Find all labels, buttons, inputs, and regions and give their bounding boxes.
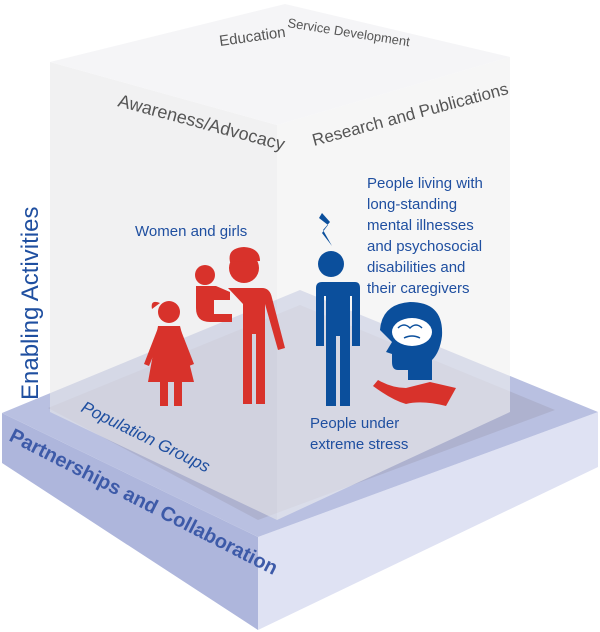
label-line: their caregivers xyxy=(367,280,470,297)
label-women-girls: Women and girls xyxy=(135,223,247,240)
label-line: People under xyxy=(310,415,399,432)
brain-head-icon xyxy=(380,302,443,380)
caring-hand-icon xyxy=(373,380,456,406)
label-line: and psychosocial xyxy=(367,238,482,255)
label-line: long-standing xyxy=(367,196,457,213)
label-mental-illness: People living with long-standing mental … xyxy=(367,175,483,297)
label-enabling-activities: Enabling Activities xyxy=(17,207,44,400)
label-line: mental illnesses xyxy=(367,217,474,234)
slab-right-side xyxy=(258,412,598,630)
label-extreme-stress: People under extreme stress xyxy=(310,415,408,453)
girl-icon xyxy=(144,301,194,406)
lightning-bolt-icon xyxy=(319,213,332,246)
slab-left-side xyxy=(2,413,258,630)
cube-top-face xyxy=(50,4,510,125)
label-line: extreme stress xyxy=(310,436,408,453)
woman-holding-child-icon xyxy=(195,247,285,404)
person-stress-icon xyxy=(307,213,360,406)
cube-left-face xyxy=(50,62,277,520)
label-line: disabilities and xyxy=(367,259,465,276)
label-line: People living with xyxy=(367,175,483,192)
